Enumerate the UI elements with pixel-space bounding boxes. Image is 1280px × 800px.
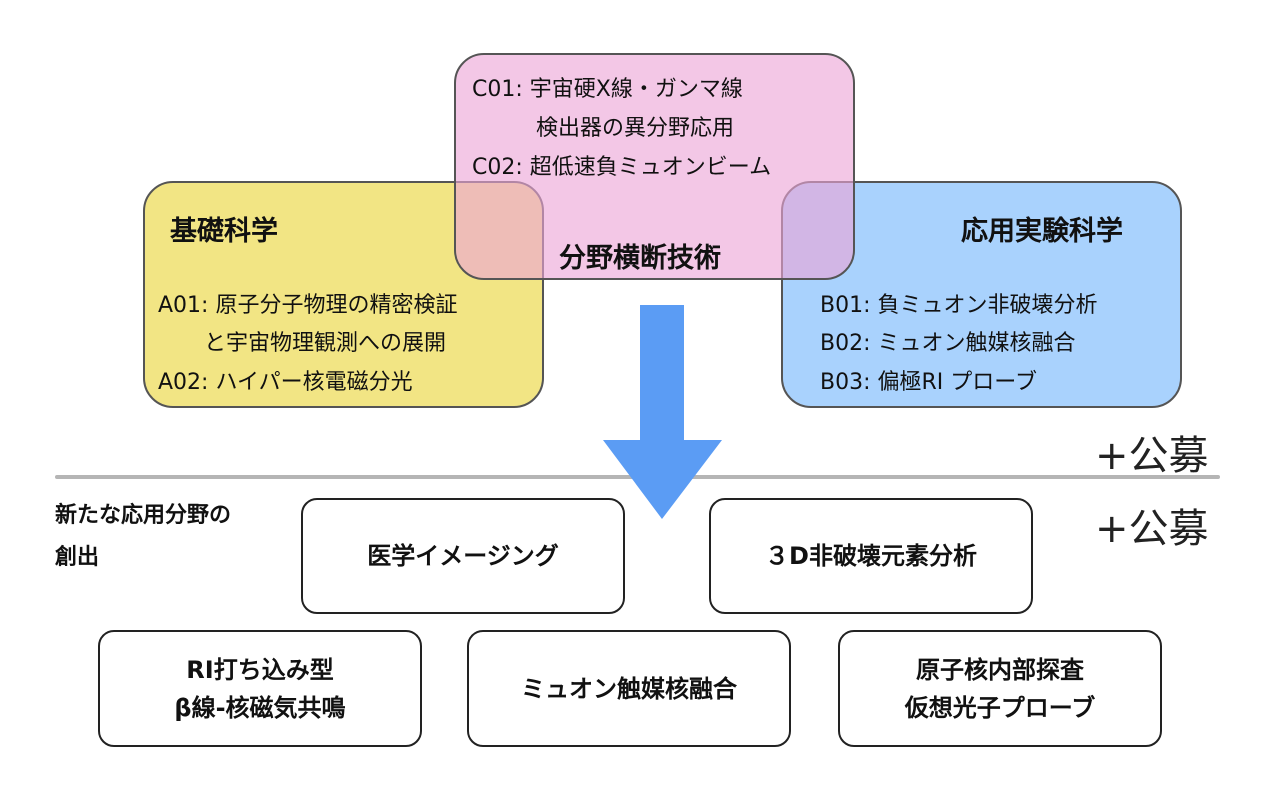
down-arrow-icon [603,305,722,519]
field-box-label: ３D非破壊元素分析 [765,542,977,570]
field-box-label: RI打ち込み型 [186,655,334,684]
cross-field-item: C01: 宇宙硬X線・ガンマ線 [472,77,743,102]
cross-field-title: 分野横断技術 [559,243,721,274]
field-box-nuclear-probe: 原子核内部探査 仮想光子プローブ [838,630,1162,747]
new-fields-label: 新たな応用分野の 創出 [55,495,231,579]
field-box-label: ミュオン触媒核融合 [521,674,737,703]
basic-science-item: A02: ハイパー核電磁分光 [158,370,413,395]
field-box-label: 仮想光子プローブ [904,693,1096,722]
applied-science-item: B03: 偏極RI プローブ [820,370,1037,395]
field-box-label: β線-核磁気共鳴 [174,693,346,722]
field-box-label: 医学イメージング [367,542,559,570]
basic-science-title: 基礎科学 [170,216,278,247]
applied-science-title: 応用実験科学 [961,216,1123,247]
new-fields-label-line: 創出 [55,545,100,570]
cross-field-item: 検出器の異分野応用 [536,116,735,141]
field-box-medical-imaging: 医学イメージング [301,498,625,614]
applied-science-item: B02: ミュオン触媒核融合 [820,331,1076,356]
applied-science-item: B01: 負ミュオン非破壊分析 [820,293,1098,318]
public-recruitment-label: +公募 [1095,506,1209,552]
field-box-muon-catalyzed-fusion: ミュオン触媒核融合 [467,630,791,747]
public-recruitment-label: +公募 [1095,433,1209,479]
basic-science-item: と宇宙物理観測への展開 [204,331,447,356]
field-box-ri-implant-nmr: RI打ち込み型 β線-核磁気共鳴 [98,630,422,747]
cross-field-item: C02: 超低速負ミュオンビーム [472,155,772,180]
field-box-3d-element-analysis: ３D非破壊元素分析 [709,498,1033,614]
basic-science-item: A01: 原子分子物理の精密検証 [158,293,458,318]
new-fields-label-line: 新たな応用分野の [55,503,232,528]
field-box-label: 原子核内部探査 [916,655,1084,684]
cross-field-box [454,53,855,280]
